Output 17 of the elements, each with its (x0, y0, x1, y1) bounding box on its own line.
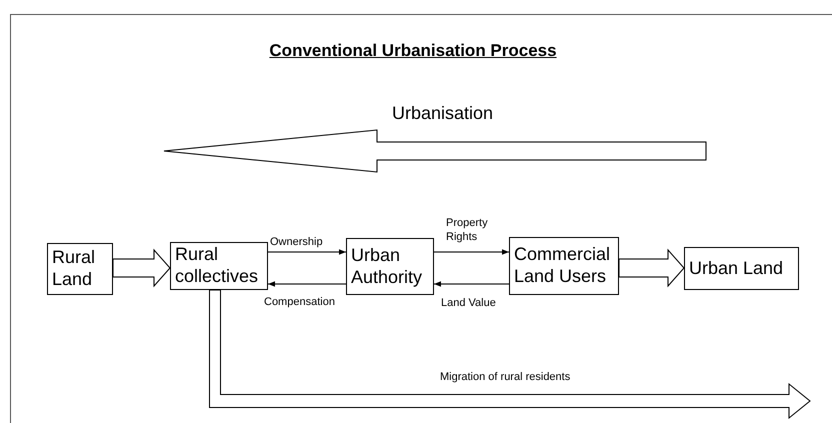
edge-label: Compensation (264, 296, 335, 310)
arrow (434, 249, 510, 255)
process-box: Urban Authority (346, 238, 434, 295)
block-arrow (112, 248, 171, 288)
process-box: Rural collectives (170, 242, 268, 290)
edge-label: Ownership (270, 236, 323, 250)
arrow (434, 281, 510, 287)
block-arrow (209, 290, 811, 420)
arrow-label: Urbanisation (392, 102, 494, 125)
diagram-title: Conventional Urbanisation Process (268, 40, 558, 62)
process-box: Commercial Land Users (509, 237, 619, 295)
edge-label: Migration of rural residents (440, 371, 570, 385)
process-box: Rural Land (47, 243, 113, 295)
arrow (268, 249, 346, 255)
arrow (268, 281, 346, 287)
process-box: Urban Land (684, 247, 799, 290)
block-arrow (618, 248, 685, 288)
